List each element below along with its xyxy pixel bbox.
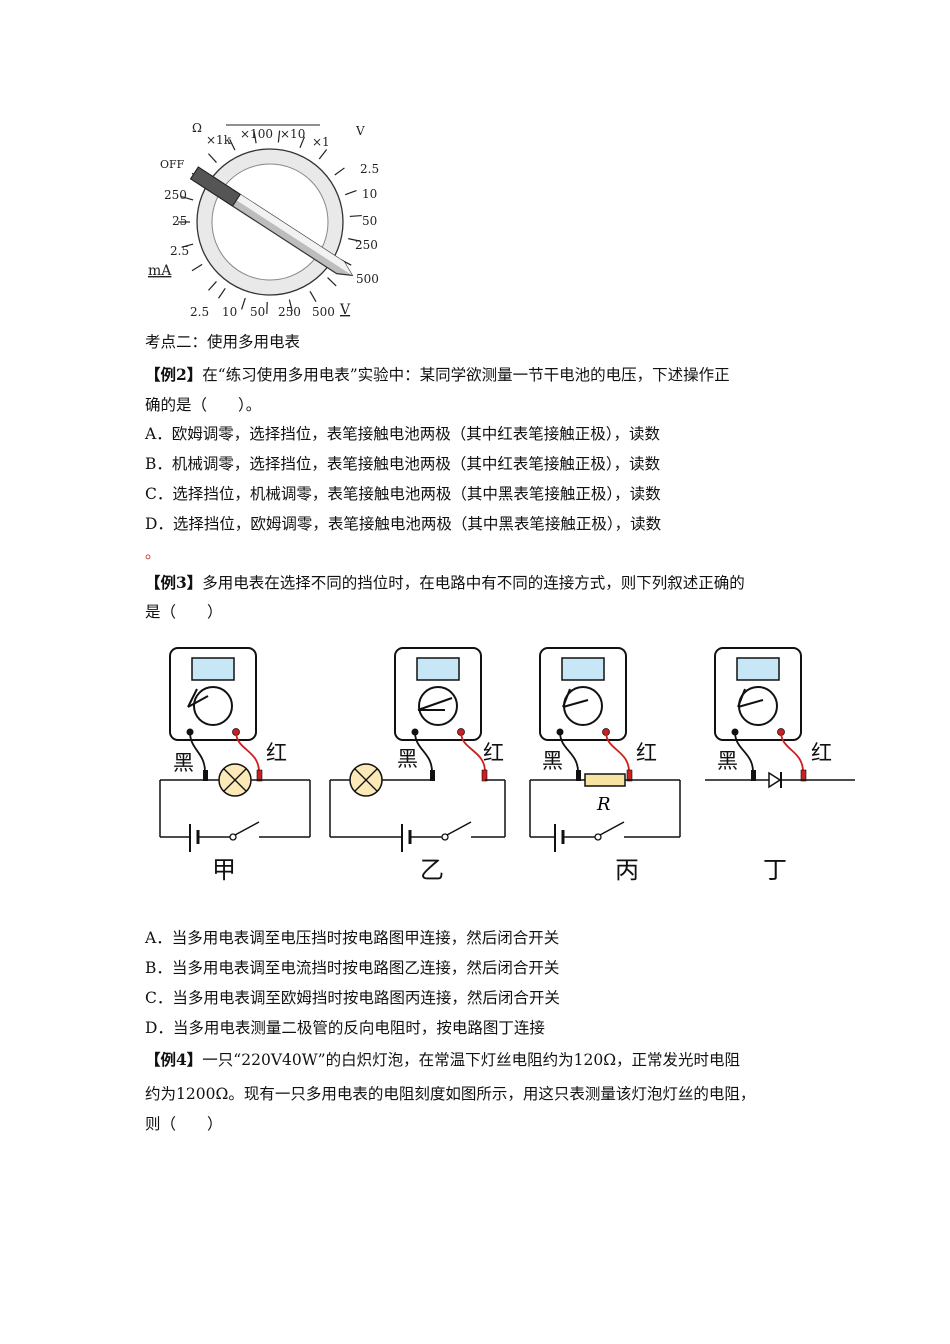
dial-tick: [253, 131, 257, 144]
example-4-line-2: 约为1200Ω。现有一只多用电表的电阻刻度如图所示，用这只表测量该灯泡灯丝的电阻…: [145, 1084, 755, 1104]
dial-tick: [334, 167, 345, 176]
example-3-option-d: D．当多用电表测量二极管的反向电阻时，按电路图丁连接: [145, 1019, 545, 1037]
example-3-option-b: B．当多用电表调至电流挡时按电路图乙连接，然后闭合开关: [145, 959, 560, 977]
dial-label-x1: ×1: [312, 135, 330, 149]
dial-ticks: [178, 130, 362, 314]
dial-tick: [299, 136, 306, 149]
dial-pointer: [189, 166, 354, 277]
dial-tick: [349, 214, 362, 218]
dial-tick: [181, 243, 194, 248]
multimeter-selector-dial: Ω ×1k ×100 ×10 ×1 V OFF 250 25 2.5 mA 2.…: [148, 121, 379, 319]
dial-label-v-250: 250: [355, 238, 378, 252]
dial-tick: [288, 299, 293, 312]
circuit-ding: 黑 红 丁: [705, 647, 855, 884]
dial-tick: [277, 130, 281, 143]
dial-label-ma-2-5: 2.5: [170, 244, 189, 258]
dial-tick: [191, 263, 203, 272]
jia-black-label: 黑: [173, 751, 194, 775]
bulb-spec: 220V40W: [241, 1051, 318, 1069]
dial-label-x10: ×10: [280, 127, 305, 141]
circuit-bing: R 黑 红 丙: [529, 647, 681, 884]
yi-black-label: 黑: [397, 747, 418, 771]
example-3-option-a: A．当多用电表调至电压挡时按电路图甲连接，然后闭合开关: [145, 929, 560, 947]
diode-icon: [768, 771, 782, 789]
example-2-tail-mark: 。: [145, 544, 161, 562]
dial-label-ma-25: 25: [172, 214, 187, 228]
dial-tick: [327, 277, 337, 287]
jia-red-label: 红: [266, 741, 287, 765]
example-2-text-1: 在“练习使用多用电表”实验中：某同学欲测量一节干电池的电压，下述操作正: [202, 366, 730, 384]
dial-label-v-10: 10: [362, 187, 377, 201]
dial-label-bottom-10: 10: [222, 305, 237, 319]
dial-label-v-ac: V: [355, 124, 365, 138]
dial-tick: [344, 189, 357, 196]
example-3-stem-line-1: 【例3】多用电表在选择不同的挡位时，在电路中有不同的连接方式，则下列叙述正确的: [145, 573, 745, 593]
dial-label-off: OFF: [160, 158, 185, 171]
example-2-stem-line-2: 确的是（ ）。: [145, 396, 262, 414]
dial-label-bottom-2-5: 2.5: [190, 305, 209, 319]
example-2-tag: 【例2】: [145, 365, 203, 384]
dial-label-bottom-50: 50: [250, 305, 265, 319]
dial-label-ma-250: 250: [164, 188, 187, 202]
resistance-hot: 1200Ω: [176, 1085, 229, 1103]
dial-tick: [229, 139, 236, 151]
dial-label-ohm: Ω: [192, 121, 202, 135]
example-4-line-3: 则（ ）: [145, 1115, 223, 1133]
bing-red-label: 红: [636, 741, 657, 765]
example-4-text-2b: 。现有一只多用电表的电阻刻度如图所示，用这只表测量该灯泡灯丝的电阻，: [228, 1085, 756, 1103]
dial-tick: [240, 297, 246, 310]
example-4-text-1b: ”的白炽灯泡，在常温下灯丝电阻约为: [317, 1051, 574, 1069]
dial-tick: [318, 149, 328, 160]
circuit-yi: 黑 红 乙: [329, 647, 506, 884]
example-4-line-1: 【例4】一只“220V40W”的白炽灯泡，在常温下灯丝电阻约为120Ω，正常发光…: [145, 1050, 740, 1070]
resistor-r-label: R: [596, 794, 611, 815]
example-4-text-1a: 一只“: [202, 1051, 242, 1069]
ding-black-label: 黑: [717, 749, 738, 773]
example-3-tag: 【例3】: [145, 573, 203, 592]
circuit-label-bing: 丙: [615, 856, 639, 884]
dial-label-x1k: ×1k: [206, 133, 232, 147]
example-4-text-1c: ，正常发光时电阻: [616, 1051, 741, 1069]
dial-label-x100: ×100: [240, 127, 273, 141]
example-2-option-a: A．欧姆调零，选择挡位，表笔接触电池两极（其中红表笔接触正极），读数: [145, 425, 660, 443]
example-3-text-1: 多用电表在选择不同的挡位时，在电路中有不同的连接方式，则下列叙述正确的: [202, 574, 745, 592]
example-4-tag: 【例4】: [145, 1050, 203, 1069]
example-2-stem-line-1: 【例2】在“练习使用多用电表”实验中：某同学欲测量一节干电池的电压，下述操作正: [145, 365, 730, 385]
dial-label-v-dc: V: [339, 302, 351, 318]
circuit-jia: 黑 红 甲: [159, 647, 311, 884]
dial-label-v-500: 500: [356, 272, 379, 286]
yi-red-label: 红: [483, 741, 504, 765]
circuit-label-ding: 丁: [763, 856, 787, 884]
bing-black-label: 黑: [542, 749, 563, 773]
dial-label-ma: mA: [148, 263, 172, 279]
example-4-text-2a: 约为: [145, 1085, 177, 1103]
example-3-stem-line-2: 是（ ）: [145, 603, 223, 621]
dial-tick: [218, 287, 226, 299]
circuit-label-yi: 乙: [420, 856, 444, 884]
example-2-option-d: D．选择挡位，欧姆调零，表笔接触电池两极（其中黑表笔接触正极），读数: [145, 515, 662, 533]
dial-tick: [348, 238, 361, 242]
dial-tick: [207, 281, 217, 291]
dial-tick: [309, 290, 317, 302]
circuit-diagrams: 黑 红 甲 黑 红 乙: [159, 647, 855, 884]
example-2-option-b: B．机械调零，选择挡位，表笔接触电池两极（其中红表笔接触正极），读数: [145, 455, 661, 473]
dial-label-bottom-250: 250: [278, 305, 301, 319]
dial-label-bottom-500: 500: [312, 305, 335, 319]
example-2-option-c: C．选择挡位，机械调零，表笔接触电池两极（其中黑表笔接触正极），读数: [145, 485, 661, 503]
dial-label-v-2-5: 2.5: [360, 162, 379, 176]
dial-tick: [207, 153, 217, 163]
resistance-cold: 120Ω: [573, 1051, 617, 1069]
circuit-label-jia: 甲: [212, 856, 236, 884]
ding-red-label: 红: [811, 741, 832, 765]
dial-tick: [181, 196, 194, 201]
dial-label-v-50: 50: [362, 214, 377, 228]
section-title: 考点二：使用多用电表: [145, 333, 301, 351]
example-3-option-c: C．当多用电表调至欧姆挡时按电路图丙连接，然后闭合开关: [145, 989, 560, 1007]
